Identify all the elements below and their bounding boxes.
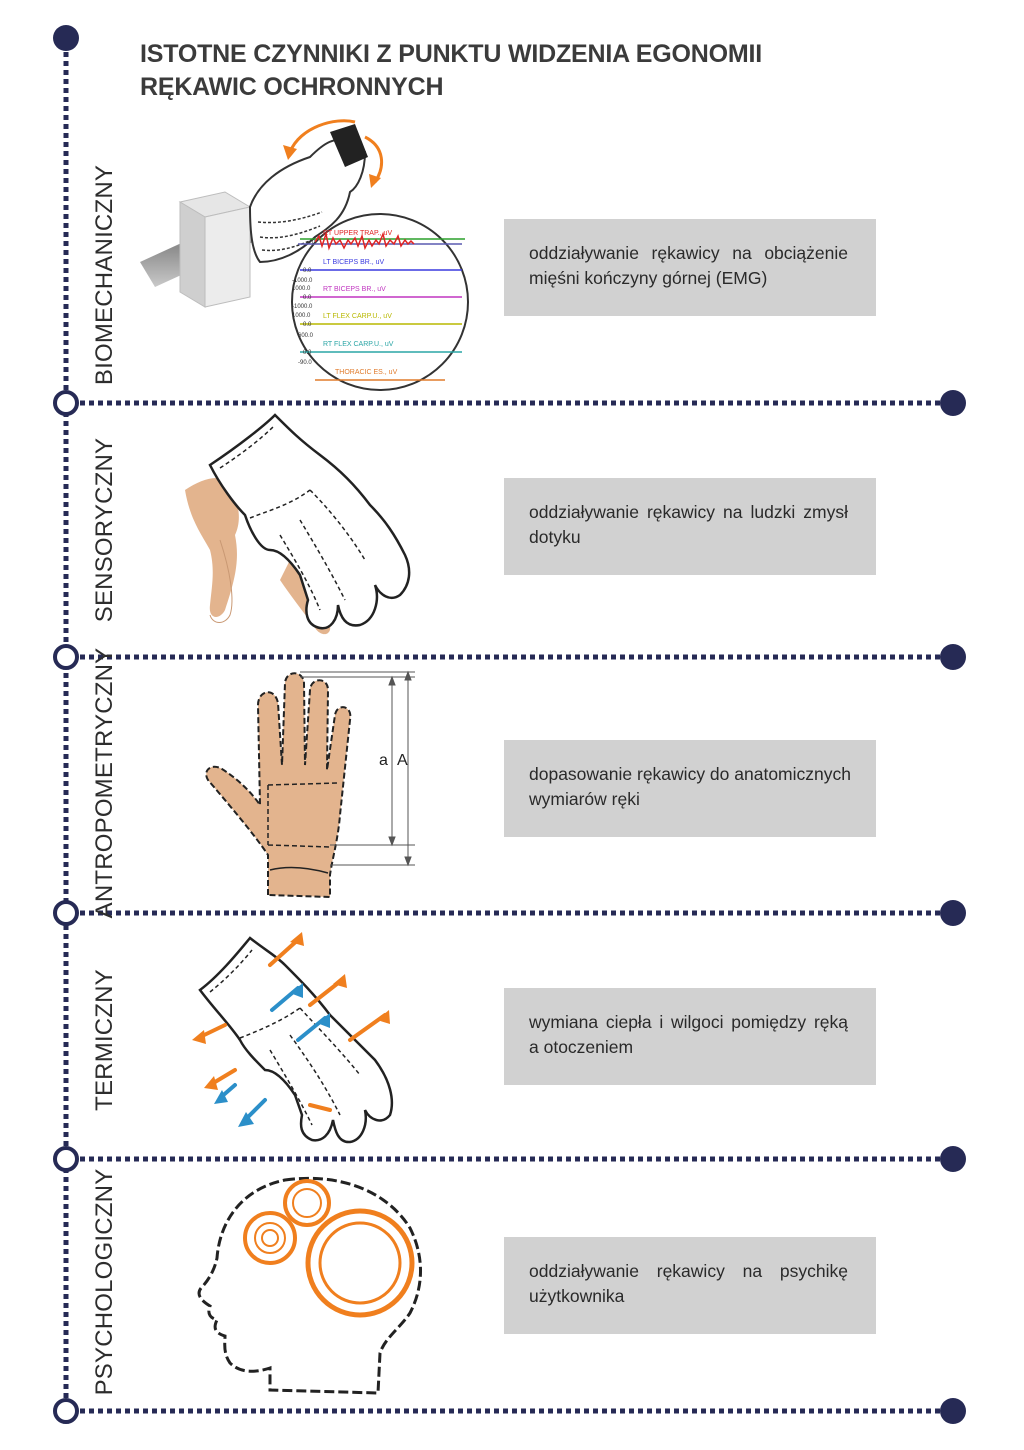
emg-channel-label: RT BICEPS BR., uV xyxy=(323,286,386,293)
description-box-biomechanical: oddziaływanie rękawicy na obciążenie mię… xyxy=(504,219,876,316)
section-label-anthropometric: ANTROPOMETRYCZNY xyxy=(91,647,118,919)
description-box-psychological: oddziaływanie rękawicy na psychikę użytk… xyxy=(504,1237,876,1334)
glove-on-hand-icon xyxy=(185,413,411,635)
emg-channel-label: LT BICEPS BR., uV xyxy=(323,259,385,266)
end-dot xyxy=(940,1398,966,1424)
emg-scale-value: -1000.0 xyxy=(292,304,313,310)
section-label-psychological: PSYCHOLOGICZNY xyxy=(91,1168,118,1396)
hand-measurement-icon: a A xyxy=(205,670,415,899)
emg-scale-value: -90.0 xyxy=(298,360,312,366)
start-dot xyxy=(53,25,79,51)
node-ring xyxy=(53,900,79,926)
description-text: dotyku xyxy=(529,527,581,547)
title-line-1: ISTOTNE CZYNNIKI Z PUNKTU WIDZENIA EGONO… xyxy=(140,40,762,68)
emg-scale-value: 0 xyxy=(312,240,316,246)
description-box-anthropometric: dopasowanie rękawicy do anatomicznych wy… xyxy=(504,740,876,837)
node-ring xyxy=(53,644,79,670)
node-ring xyxy=(53,390,79,416)
emg-channel-label: LT FLEX CARP.U., uV xyxy=(323,313,392,320)
end-dot xyxy=(940,1146,966,1172)
glove-heat-exchange-icon xyxy=(192,932,394,1144)
description-text: mięśni kończyny górnej (EMG) xyxy=(529,268,768,288)
measure-label-A: A xyxy=(397,752,408,769)
head-gears-icon xyxy=(197,1176,422,1395)
description-text: wymiana ciepła i wilgoci pomiędzy ręką xyxy=(529,1012,848,1032)
end-dot xyxy=(940,900,966,926)
emg-scale-value: 600.0 xyxy=(298,333,314,339)
emg-channel-label: RT UPPER TRAP., uV xyxy=(323,230,392,237)
gripping-glove-emg-icon: RT UPPER TRAP., uV LT BICEPS BR., uV RT … xyxy=(140,119,469,391)
description-text: oddziaływanie rękawicy na obciążenie xyxy=(529,243,848,263)
description-text: oddziaływanie rękawicy na ludzki zmysł xyxy=(529,502,848,522)
emg-scale-value: 0.0 xyxy=(303,268,312,274)
emg-channel-label: RT FLEX CARP.U., uV xyxy=(323,341,394,348)
description-box-thermal: wymiana ciepła i wilgoci pomiędzy ręką a… xyxy=(504,988,876,1085)
emg-scale-value: 1000.0 xyxy=(292,313,311,319)
emg-scale-value: -1000.0 xyxy=(292,278,313,284)
node-ring xyxy=(53,1146,79,1172)
description-box-sensory: oddziaływanie rękawicy na ludzki zmysł d… xyxy=(504,478,876,575)
description-text: dopasowanie rękawicy do anatomicznych xyxy=(529,764,851,784)
emg-scale-value: 1000.0 xyxy=(292,286,311,292)
emg-scale-value: 0.0 xyxy=(303,322,312,328)
page-title: ISTOTNE CZYNNIKI Z PUNKTU WIDZENIA EGONO… xyxy=(140,38,860,104)
emg-channel-label: THORACIC ES., uV xyxy=(335,369,398,376)
node-ring xyxy=(53,1398,79,1424)
title-line-2: RĘKAWIC OCHRONNYCH xyxy=(140,73,444,101)
description-text: użytkownika xyxy=(529,1286,625,1306)
end-dot xyxy=(940,390,966,416)
description-text: wymiarów ręki xyxy=(529,789,640,809)
emg-scale-value: 0.0 xyxy=(303,350,312,356)
description-text: a otoczeniem xyxy=(529,1037,634,1057)
description-text: oddziaływanie rękawicy na psychikę xyxy=(529,1261,848,1281)
end-dot xyxy=(940,644,966,670)
emg-scale-value: 0.0 xyxy=(303,295,312,301)
measure-label-a: a xyxy=(379,752,388,769)
